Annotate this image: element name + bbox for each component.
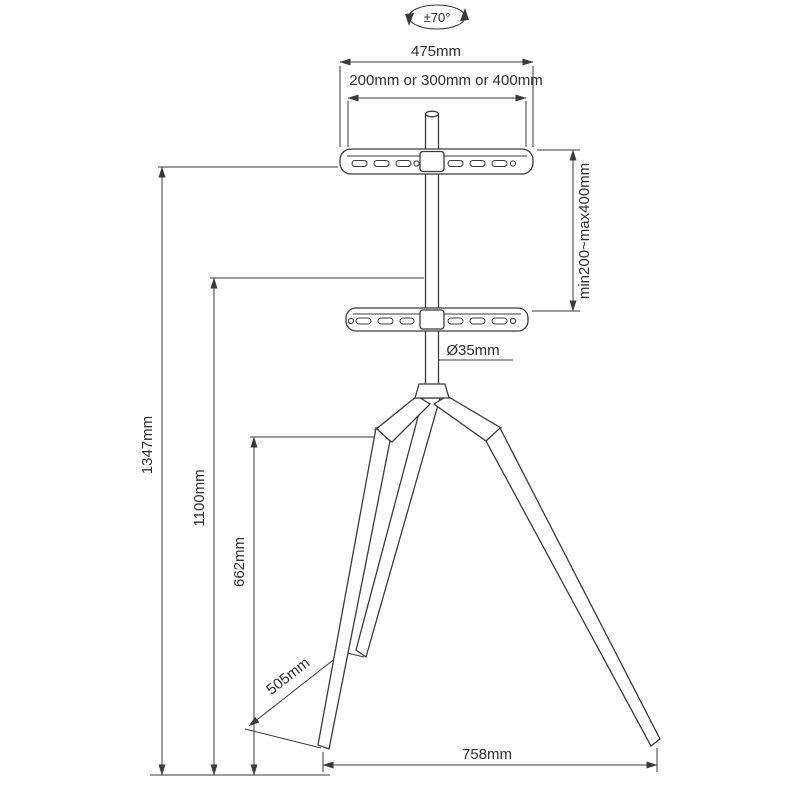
dim-base-width: 758mm xyxy=(322,746,658,772)
hub-arm-left xyxy=(373,395,432,443)
rotation-arrow-left-icon xyxy=(405,13,414,26)
hub-arm-right xyxy=(432,395,503,442)
vesa-hole xyxy=(509,317,517,325)
upper-bracket-collar xyxy=(419,150,445,173)
stand-layer xyxy=(317,110,661,750)
pole-diameter-label: Ø35mm xyxy=(446,342,499,359)
vertical-adjustment-label: min200~max400mm xyxy=(576,163,593,299)
front-leg-left xyxy=(317,426,391,750)
vesa-slot xyxy=(351,160,368,167)
vesa-hole xyxy=(347,317,355,325)
pole-height-label: 1100mm xyxy=(191,469,208,526)
dim-pole-height: 1100mm xyxy=(191,277,424,776)
swivel-angle-label: ±70° xyxy=(424,10,451,25)
lower-bracket-collar xyxy=(419,309,445,330)
dim-overall-height: 1347mm xyxy=(139,166,338,776)
vesa-hole xyxy=(413,160,420,167)
dim-vesa-options: 200mm or 300mm or 400mm xyxy=(347,72,543,147)
dim-pole-diameter: Ø35mm xyxy=(433,342,513,361)
dimension-layer: ±70° 475mm 200mm or 300mm or 400mm min20… xyxy=(139,4,658,776)
vesa-slot xyxy=(491,317,508,325)
vesa-slot xyxy=(373,160,390,167)
rear-leg-length-label: 505mm xyxy=(263,654,313,698)
vesa-slot xyxy=(491,160,508,167)
vesa-slot xyxy=(469,160,486,167)
vesa-options-label: 200mm or 300mm or 400mm xyxy=(349,72,542,89)
swivel-indicator: ±70° xyxy=(405,4,469,30)
vesa-slot xyxy=(399,317,415,325)
hub-height-label: 662mm xyxy=(231,537,248,587)
hub-collar xyxy=(414,383,450,399)
rotation-arrow-right-icon xyxy=(460,8,469,21)
dim-top-bracket-width: 475mm xyxy=(339,43,534,147)
front-leg-right xyxy=(485,426,661,747)
base-width-label: 758mm xyxy=(462,746,512,763)
overall-height-label: 1347mm xyxy=(139,416,156,474)
vesa-slot xyxy=(377,317,394,325)
vesa-slot xyxy=(355,317,372,325)
vesa-hole xyxy=(509,160,517,167)
vesa-slot xyxy=(447,160,464,167)
top-bracket-width-label: 475mm xyxy=(411,43,461,60)
lower-bracket xyxy=(345,307,529,332)
dim-vertical-adjustment: min200~max400mm xyxy=(532,149,593,312)
pole-top-cap xyxy=(424,110,440,118)
vesa-slot xyxy=(447,317,464,325)
upper-bracket xyxy=(339,148,534,175)
vesa-slot xyxy=(395,160,412,167)
vesa-slot xyxy=(469,317,486,325)
